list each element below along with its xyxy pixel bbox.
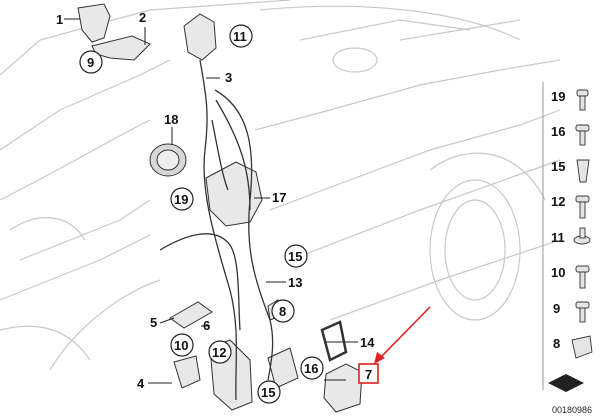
diagram-id: 00180986: [552, 405, 592, 415]
callout-8: 8: [279, 304, 286, 319]
legend-row-9: 9: [553, 301, 590, 323]
part-16-bracket: [267, 347, 299, 389]
fastener-legend: 19 16 15 12 11: [551, 89, 593, 359]
callout-circles: [79, 24, 324, 404]
callout-12: 12: [212, 345, 226, 360]
screw-icon: [573, 227, 591, 245]
part-4-bracket: [173, 355, 201, 389]
cable-3: [199, 59, 238, 401]
screw-icon: [575, 195, 590, 219]
legend-number-9: 9: [553, 301, 560, 316]
callout-19: 19: [174, 192, 188, 207]
callout-1: 1: [56, 12, 63, 27]
part-17-door-lock: [205, 161, 263, 227]
callout-15: 15: [288, 249, 302, 264]
callout-7: 7: [365, 367, 372, 382]
part-7-cap: [323, 363, 363, 413]
legend-row-15: 15: [551, 159, 590, 183]
cable-6: [159, 233, 241, 331]
screw-icon: [575, 265, 590, 289]
cable-13: [214, 89, 274, 381]
part-1-bracket: [77, 3, 111, 43]
callout-9: 9: [87, 55, 94, 70]
legend-row-8: 8: [553, 335, 593, 359]
clip-icon: [571, 335, 593, 359]
part-drawings: [77, 3, 363, 413]
legend-row-16: 16: [551, 124, 590, 146]
part-11-actuator: [183, 13, 217, 61]
callout-6: 6: [203, 318, 210, 333]
screw-icon: [575, 124, 590, 146]
legend-row-12: 12: [551, 194, 590, 219]
legend-number-12: 12: [551, 194, 565, 209]
callout-10: 10: [174, 338, 188, 353]
cables: [159, 59, 274, 401]
legend-number-15: 15: [551, 159, 565, 174]
legend-number-8: 8: [553, 336, 560, 351]
callout-15-lower: 15: [261, 385, 275, 400]
legend-number-10: 10: [551, 265, 565, 280]
legend-number-16: 16: [551, 124, 565, 139]
callout-14: 14: [360, 335, 375, 350]
car-body-outline: [0, 0, 561, 371]
screw-icon: [576, 89, 589, 111]
callout-11: 11: [233, 29, 247, 44]
diagram-id-mark: 00180986: [548, 374, 592, 415]
callout-7-highlight-box: [358, 363, 379, 384]
part-5-plate: [169, 301, 213, 329]
legend-row-19: 19: [551, 89, 589, 111]
screw-icon: [575, 301, 590, 323]
callout-16: 16: [304, 361, 318, 376]
callout-5: 5: [150, 315, 157, 330]
legend-number-19: 19: [551, 89, 565, 104]
callout-17: 17: [272, 190, 286, 205]
legend-row-11: 11: [551, 227, 591, 245]
callout-18: 18: [164, 112, 178, 127]
callout-3: 3: [225, 70, 232, 85]
callout-13: 13: [288, 275, 302, 290]
part-14-seal: [320, 320, 348, 362]
clip-nut-icon: [576, 159, 590, 183]
leader-lines: [64, 18, 358, 384]
legend-number-11: 11: [551, 230, 565, 245]
callout-2: 2: [139, 10, 146, 25]
highlight-arrow: [374, 306, 431, 364]
callout-4: 4: [137, 376, 145, 391]
legend-row-10: 10: [551, 265, 590, 289]
